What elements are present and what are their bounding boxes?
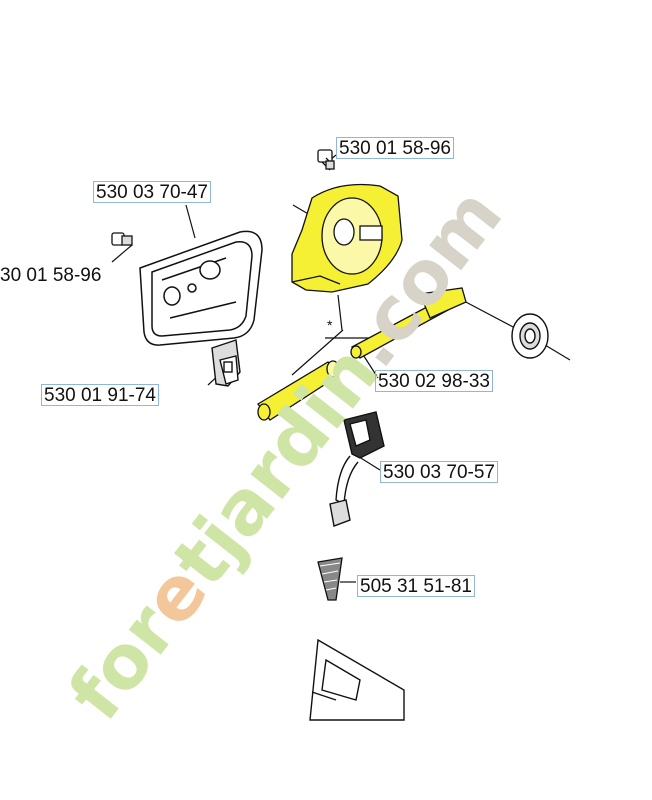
label-screw-top: 530 01 58-96 — [336, 137, 454, 159]
oil-pipe-part — [329, 411, 385, 527]
screw-left-part — [111, 232, 133, 246]
label-pump-shaft: 530 02 98-33 — [375, 370, 493, 392]
clip-part — [211, 339, 241, 387]
leader-lines — [111, 154, 571, 583]
ring-housing-part — [291, 183, 403, 293]
pump-shaft-part — [350, 287, 467, 359]
cover-plate-part — [139, 230, 263, 346]
label-screw-left: 30 01 58-96 — [0, 265, 102, 286]
rod-part — [257, 360, 340, 421]
label-cover-plate: 530 03 70-47 — [93, 181, 211, 203]
label-oil-pipe: 530 03 70-57 — [380, 461, 498, 483]
filter-part — [317, 557, 343, 601]
asterisk-marker: * — [327, 317, 333, 333]
label-filter: 505 31 51-81 — [357, 575, 475, 597]
gear-part — [511, 313, 549, 359]
bottom-plate-part — [309, 638, 405, 721]
screw-top-part — [317, 149, 335, 171]
label-clip: 530 01 91-74 — [41, 384, 159, 406]
